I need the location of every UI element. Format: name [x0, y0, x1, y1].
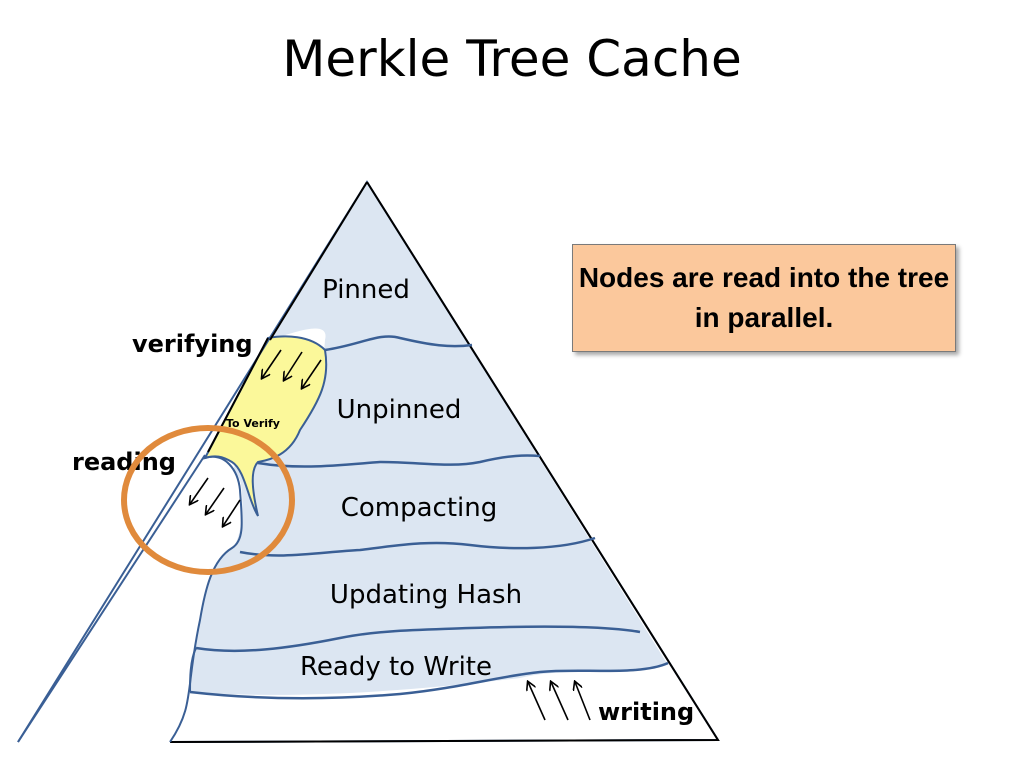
boundary-unpinned-compacting — [257, 454, 541, 468]
arrow — [223, 499, 241, 526]
boundary-compacting-updating — [239, 536, 596, 557]
writing-arrows — [528, 682, 591, 721]
pyramid-left-edge — [269, 181, 368, 341]
highlight-circle — [121, 425, 295, 575]
arrow — [284, 351, 303, 380]
layer-label-updating-hash: Updating Hash — [330, 580, 522, 610]
pyramid-right-edge — [169, 181, 720, 743]
region-label-to-verify: To Verify — [226, 417, 280, 430]
arrow — [575, 682, 591, 721]
ready-left-boundary — [189, 647, 197, 693]
boundary-updating-ready — [195, 625, 641, 653]
reading-arrows — [190, 477, 241, 526]
arrow — [206, 487, 225, 514]
slide-title: Merkle Tree Cache — [282, 30, 742, 88]
arrow — [190, 477, 209, 504]
arrow — [551, 682, 569, 721]
callout-box: Nodes are read into the tree in parallel… — [572, 244, 956, 352]
layer-label-pinned: Pinned — [322, 275, 410, 305]
arrow — [528, 682, 546, 721]
layer-label-unpinned: Unpinned — [337, 395, 462, 425]
arrow — [262, 349, 282, 378]
annotation-writing: writing — [598, 698, 694, 726]
arrow — [302, 359, 322, 388]
verify-edge — [207, 337, 269, 453]
pyramid-body — [190, 182, 668, 695]
reading-edge — [17, 454, 206, 743]
callout-text: Nodes are read into the tree in parallel… — [578, 262, 950, 333]
reading-region — [18, 454, 243, 742]
verifying-arrows — [262, 349, 322, 388]
layer-label-compacting: Compacting — [341, 493, 498, 523]
annotation-verifying: verifying — [132, 330, 253, 358]
boundary-ready-bottom — [189, 661, 669, 700]
layer-label-ready-to-write: Ready to Write — [300, 652, 492, 682]
annotation-reading: reading — [72, 448, 176, 476]
boundary-pinned-unpinned — [324, 335, 473, 352]
